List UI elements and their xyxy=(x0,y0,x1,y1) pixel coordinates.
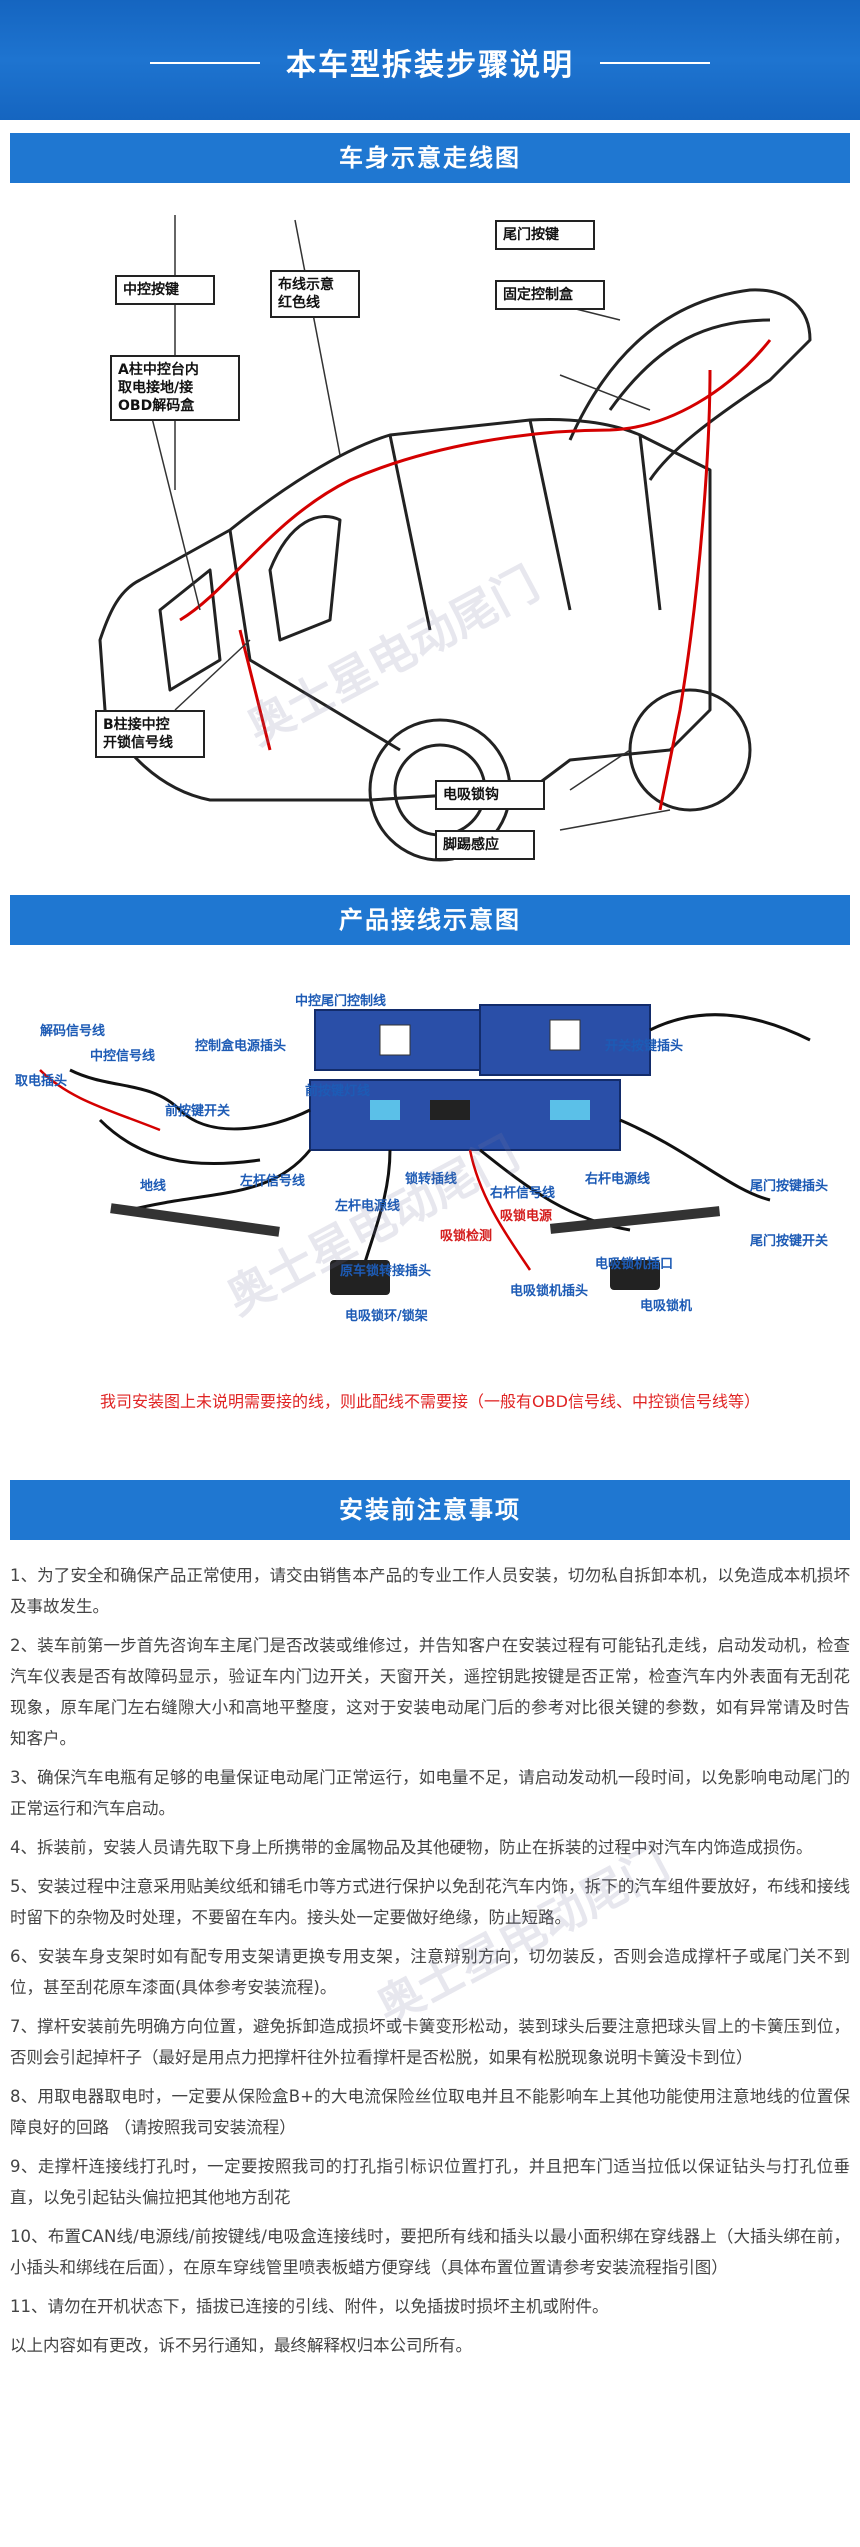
section-title-product-wiring: 产品接线示意图 xyxy=(10,895,850,945)
label-right-signal: 右杆信号线 xyxy=(490,1186,556,1201)
list-item: 1、为了安全和确保产品正常使用，请交由销售本产品的专业工作人员安装，切勿私自拆卸… xyxy=(10,1566,850,1616)
callout-e-lock-hook: 电吸锁钩 xyxy=(435,780,545,810)
callout-trunk-button: 尾门按键 xyxy=(495,220,595,250)
label-trunk-key-switch: 尾门按键开关 xyxy=(750,1234,829,1249)
label-front-key-switch: 前按键开关 xyxy=(165,1104,231,1119)
callout-wiring-demo: 布线示意 红色线 xyxy=(270,270,360,318)
list-item: 11、请勿在开机状态下，插拔已连接的引线、附件，以免插拔时损坏主机或附件。 xyxy=(10,2297,609,2316)
section-title-body-wiring: 车身示意走线图 xyxy=(10,133,850,183)
list-item: 10、布置CAN线/电源线/前按键线/电吸盒连接线时，要把所有线和插头以最小面积… xyxy=(10,2227,850,2277)
callout-central-lock-key: 中控按键 xyxy=(115,275,215,305)
label-lock-body: 电吸锁环/锁架 xyxy=(345,1309,428,1324)
list-item: 2、装车前第一步首先咨询车主尾门是否改装或维修过，并告知客户在安装过程有可能钻孔… xyxy=(10,1636,850,1748)
header-decor-line-right xyxy=(600,62,710,64)
header-banner: 本车型拆装步骤说明 xyxy=(0,0,860,120)
list-item: 5、安装过程中注意采用贴美纹纸和铺毛巾等方式进行保护以免刮花汽车内饰，拆下的汽车… xyxy=(10,1877,850,1927)
page-title: 本车型拆装步骤说明 xyxy=(286,48,574,83)
label-power-plug: 取电插头 xyxy=(15,1074,68,1089)
label-decode-signal: 解码信号线 xyxy=(40,1024,106,1039)
section-title-precautions: 安装前注意事项 xyxy=(10,1480,850,1540)
wiring-note: 我司安装图上未说明需要接的线，则此配线不需要接（一般有OBD信号线、中控锁信号线… xyxy=(100,1392,760,1411)
label-central-signal: 中控信号线 xyxy=(90,1049,156,1064)
product-wiring-illustration xyxy=(39,1004,811,1295)
body-wiring-diagram: 中控按键 布线示意 红色线 尾门按键 固定控制盒 A柱中控台内 取电接地/接 O… xyxy=(10,190,850,880)
label-left-power: 左杆电源线 xyxy=(335,1199,401,1214)
list-item: 9、走撑杆连接线打孔时，一定要按照我司的打孔指引标识位置打孔，并且把车门适当拉低… xyxy=(10,2157,850,2207)
label-suction-power: 吸锁电源 xyxy=(500,1209,553,1224)
list-item: 以上内容如有更改，诉不另行通知，最终解释权归本公司所有。 xyxy=(10,2336,472,2355)
callout-a-pillar: A柱中控台内 取电接地/接 OBD解码盒 xyxy=(110,355,240,421)
label-lock-motor: 电吸锁机 xyxy=(640,1299,693,1314)
list-item: 3、确保汽车电瓶有足够的电量保证电动尾门正常运行，如电量不足，请启动发动机一段时… xyxy=(10,1768,850,1818)
label-open-key-plug: 开关按键插头 xyxy=(605,1039,684,1054)
label-left-signal: 左杆信号线 xyxy=(240,1174,306,1189)
list-item: 4、拆装前，安装人员请先取下身上所携带的金属物品及其他硬物，防止在拆装的过程中对… xyxy=(10,1838,813,1857)
label-lock-detect: 吸锁检测 xyxy=(440,1229,493,1244)
product-wiring-diagram: 解码信号线 中控信号线 取电插头 前按键开关 地线 控制盒电源插头 中控尾门控制… xyxy=(10,960,850,1380)
car-illustration xyxy=(98,215,812,862)
label-central-trunk-control: 中控尾门控制线 xyxy=(295,994,387,1009)
label-lock-plug: 锁转插线 xyxy=(405,1172,458,1187)
callout-b-pillar: B柱接中控 开锁信号线 xyxy=(95,710,205,758)
list-item: 8、用取电器取电时，一定要从保险盒B+的大电流保险丝位取电并且不能影响车上其他功… xyxy=(10,2087,850,2137)
label-control-power-plug: 控制盒电源插头 xyxy=(195,1039,287,1054)
label-front-key-light: 前按键灯线 xyxy=(305,1084,371,1099)
label-trunk-key-plug: 尾门按键插头 xyxy=(750,1179,829,1194)
label-orig-lock-plug: 原车锁转接插头 xyxy=(340,1264,432,1279)
list-item: 7、撑杆安装前先明确方向位置，避免拆卸造成损坏或卡簧变形松动，装到球头后要注意把… xyxy=(10,2017,850,2067)
callout-kick-sensor: 脚踢感应 xyxy=(435,830,535,860)
label-lock-motor-port: 电吸锁机插口 xyxy=(595,1257,674,1272)
label-ground: 地线 xyxy=(140,1179,167,1194)
label-right-power: 右杆电源线 xyxy=(585,1172,651,1187)
list-item: 6、安装车身支架时如有配专用支架请更换专用支架，注意辩别方向，切勿装反，否则会造… xyxy=(10,1947,850,1997)
header-decor-line-left xyxy=(150,62,260,64)
precautions-list: 1、为了安全和确保产品正常使用，请交由销售本产品的专业工作人员安装，切勿私自拆卸… xyxy=(10,1560,850,2369)
callout-fixed-control-box: 固定控制盒 xyxy=(495,280,605,310)
label-lock-motor-plug: 电吸锁机插头 xyxy=(510,1284,589,1299)
